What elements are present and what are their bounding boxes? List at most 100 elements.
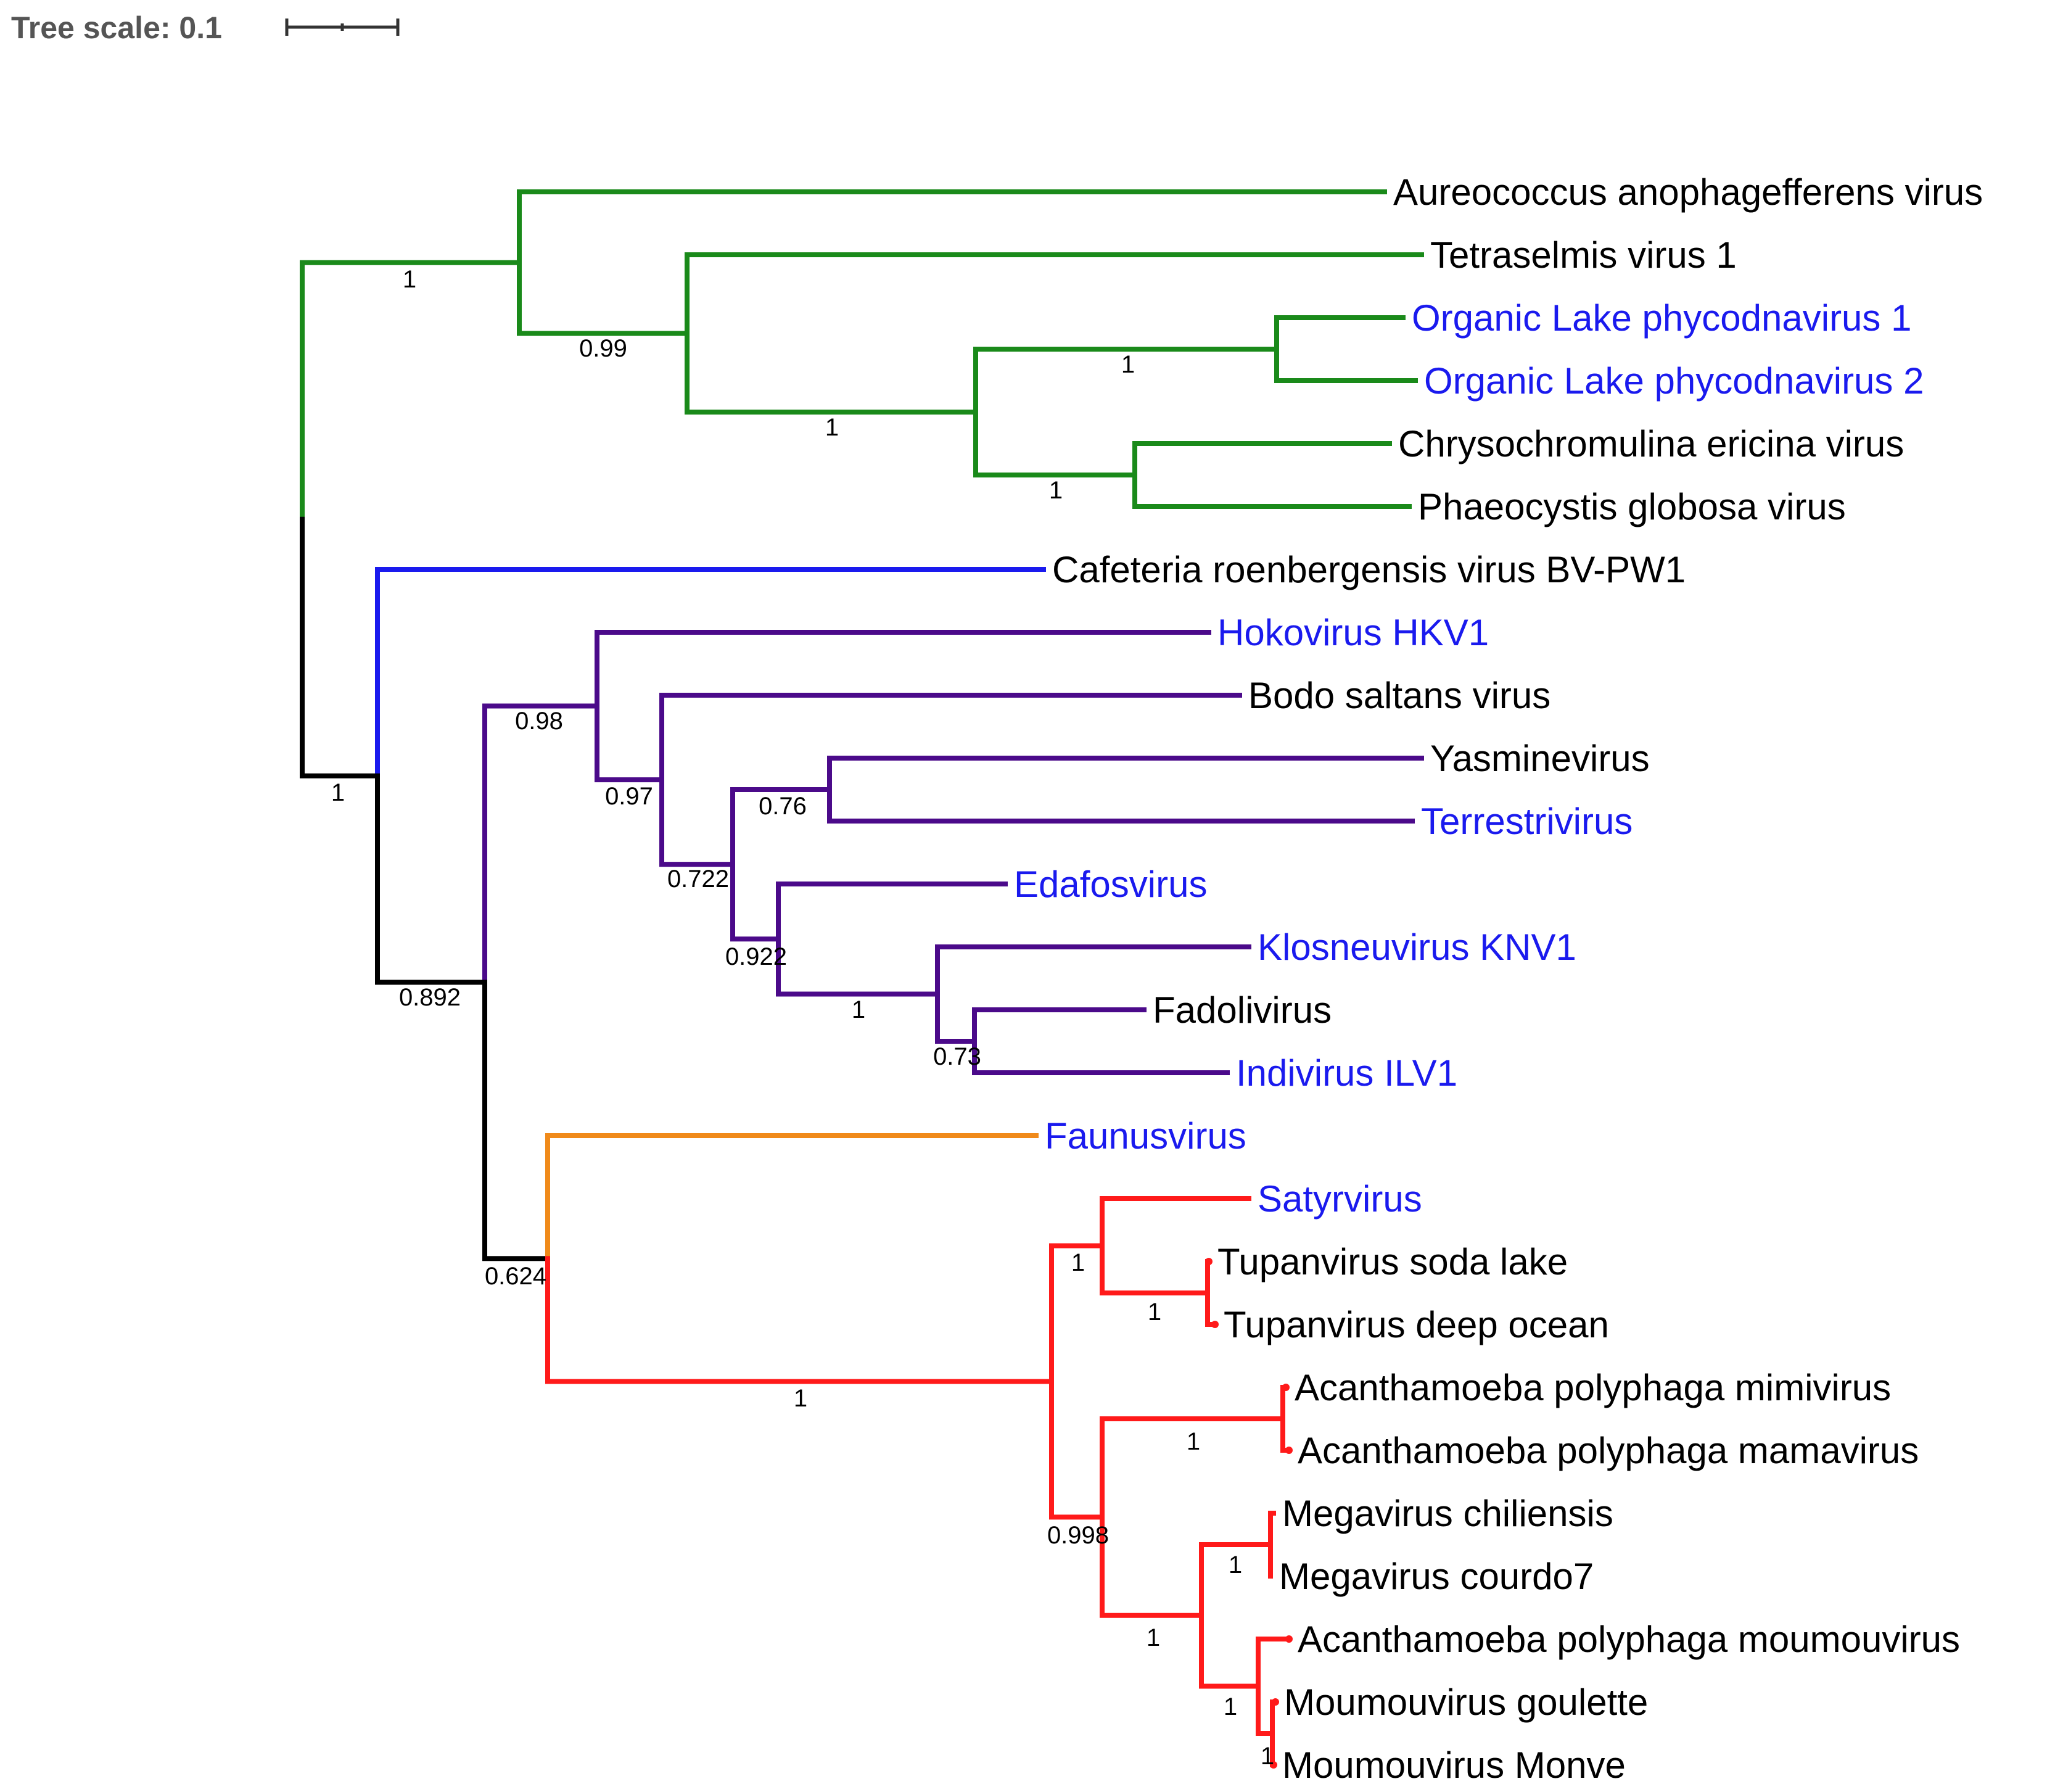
branch-moumou_apmv	[1256, 1637, 1291, 1689]
tip-dot-moumou_apmv	[1285, 1635, 1293, 1643]
tip-dot-tupan_deep	[1211, 1321, 1219, 1328]
branch-mp	[1199, 1542, 1273, 1618]
branch-hokovirus	[595, 630, 1211, 709]
branch-edafosvirus	[776, 882, 1008, 942]
leaf-label-indivirus: Indivirus ILV1	[1236, 1052, 1457, 1094]
branch-apmv	[1280, 1385, 1288, 1421]
branch-chph	[973, 410, 1137, 477]
tip-dot-tupan_soda	[1205, 1258, 1213, 1265]
leaf-label-fadolivirus: Fadolivirus	[1153, 989, 1332, 1031]
branch-green	[300, 260, 522, 522]
leaf-label-megavirus_courdo: Megavirus courdo7	[1279, 1556, 1594, 1597]
leaf-label-tupan_deep: Tupanvirus deep ocean	[1224, 1304, 1609, 1345]
branch-mg	[1199, 1612, 1261, 1689]
leaf-label-apmv: Acanthamoeba polyphaga mimivirus	[1295, 1367, 1891, 1408]
branch-fr	[482, 980, 550, 1261]
branch-kl	[776, 936, 940, 997]
leaf-label-aureococcus: Aureococcus anophagefferens virus	[1393, 171, 1983, 213]
support-value-green-inner: 1	[825, 414, 839, 441]
branch-megavirus_chil	[1268, 1511, 1276, 1547]
support-value-faunus-red: 0.624	[485, 1263, 546, 1290]
branch-aureococcus	[517, 189, 1387, 265]
branch-olpv1	[1274, 315, 1406, 352]
branch-mimi	[1049, 1379, 1105, 1520]
branch-klosneuvirus	[935, 944, 1251, 997]
support-value-root-green: 1	[403, 266, 416, 293]
support-value-mimi-mega: 0.998	[1047, 1522, 1109, 1549]
branch-yt	[730, 787, 832, 867]
leaf-label-hokovirus: Hokovirus HKV1	[1217, 612, 1489, 653]
branch-mamavirus	[1280, 1416, 1291, 1453]
support-values: 10.9911110.980.970.7220.760.92210.730.89…	[331, 266, 1274, 1770]
leaf-label-phaeocystis: Phaeocystis globosa virus	[1418, 486, 1846, 527]
support-value-chryso-phaeo: 1	[1049, 477, 1063, 504]
leaf-label-mamavirus: Acanthamoeba polyphaga mamavirus	[1298, 1430, 1919, 1471]
support-value-purple-sub: 0.97	[605, 783, 653, 810]
support-value-red-clade: 1	[794, 1385, 807, 1412]
support-value-moumou-group: 1	[1224, 1693, 1237, 1720]
branch-tp	[1100, 1243, 1210, 1295]
support-value-fadoli-indi: 0.73	[933, 1043, 981, 1070]
leaf-label-moumou_monve: Moumouvirus Monve	[1282, 1745, 1626, 1786]
branch-purp	[482, 703, 599, 985]
support-value-root: 1	[331, 779, 345, 806]
support-value-klosneu-group: 1	[852, 996, 865, 1023]
support-value-edafos-group: 0.922	[725, 943, 787, 970]
branch-fadolivirus	[972, 1007, 1147, 1044]
leaf-label-bodo: Bodo saltans virus	[1248, 675, 1550, 716]
support-value-mega-pair: 1	[1229, 1551, 1242, 1579]
branch-red	[545, 1256, 1054, 1384]
support-value-tupan-group: 1	[1071, 1249, 1085, 1276]
branch-satyrvirus	[1100, 1196, 1251, 1249]
tip-dot-moumou_monve	[1270, 1761, 1277, 1769]
support-value-olpv-pair: 1	[1121, 351, 1135, 378]
branch-msub	[375, 773, 487, 985]
leaf-label-klosneuvirus: Klosneuvirus KNV1	[1258, 927, 1576, 968]
leaf-label-moumou_goulette: Moumouvirus goulette	[1284, 1682, 1648, 1723]
support-value-purple-clade: 0.98	[515, 708, 563, 735]
branch-tg	[1049, 1243, 1105, 1384]
leaf-label-faunusvirus: Faunusvirus	[1045, 1115, 1246, 1157]
tip-dot-moumou_goulette	[1272, 1698, 1279, 1706]
tree-branches	[300, 189, 1424, 1769]
leaf-label-yasminevirus: Yasminevirus	[1430, 738, 1650, 779]
leaf-label-tetraselmis: Tetraselmis virus 1	[1430, 234, 1737, 276]
branch-mm	[1256, 1683, 1275, 1736]
leaf-labels: Aureococcus anophagefferens virusTetrase…	[1014, 171, 1983, 1786]
branch-gin	[685, 331, 978, 415]
leaf-label-terrestrivirus: Terrestrivirus	[1421, 801, 1633, 842]
leaf-label-olpv2: Organic Lake phycodnavirus 2	[1424, 360, 1924, 402]
support-value-moumou-pair: 1	[1261, 1743, 1274, 1770]
leaf-label-cafeteria: Cafeteria roenbergensis virus BV-PW1	[1052, 549, 1686, 590]
tree-scale-bar	[285, 19, 400, 36]
support-value-green-sub: 0.99	[579, 335, 627, 362]
tip-dot-mamavirus	[1285, 1447, 1293, 1454]
leaf-label-satyrvirus: Satyrvirus	[1258, 1178, 1422, 1220]
support-value-purple-inner: 0.722	[667, 865, 729, 893]
branch-cafeteria	[375, 567, 1046, 778]
branch-fi	[935, 991, 977, 1044]
branch-tetraselmis	[685, 252, 1424, 336]
leaf-label-moumou_apmv: Acanthamoeba polyphaga moumouvirus	[1298, 1619, 1960, 1660]
branch-pin	[659, 777, 735, 867]
tip-dot-apmv	[1282, 1384, 1290, 1391]
branch-indivirus	[972, 1039, 1230, 1075]
support-value-apmv-mama: 1	[1187, 1428, 1200, 1455]
branch-chrysochromulina	[1132, 441, 1392, 477]
support-value-yasmine-terrestri: 0.76	[759, 793, 807, 820]
support-value-main-sub: 0.892	[399, 984, 461, 1011]
branch-tupan_deep	[1205, 1290, 1217, 1327]
branch-faunusvirus	[545, 1133, 1039, 1261]
branch-olpv2	[1274, 347, 1418, 383]
branch-moumou_goulette	[1270, 1699, 1278, 1736]
branch-olpv	[973, 347, 1279, 415]
branch-gsub	[517, 260, 690, 336]
branch-phaeocystis	[1132, 473, 1412, 509]
branch-mmg	[1100, 1514, 1204, 1618]
branch-ed	[730, 862, 781, 942]
leaf-label-chrysochromulina: Chrysochromulina ericina virus	[1398, 423, 1904, 465]
branch-yasminevirus	[827, 756, 1424, 792]
branch-psub	[595, 703, 664, 783]
support-value-tupan-pair: 1	[1148, 1299, 1161, 1326]
